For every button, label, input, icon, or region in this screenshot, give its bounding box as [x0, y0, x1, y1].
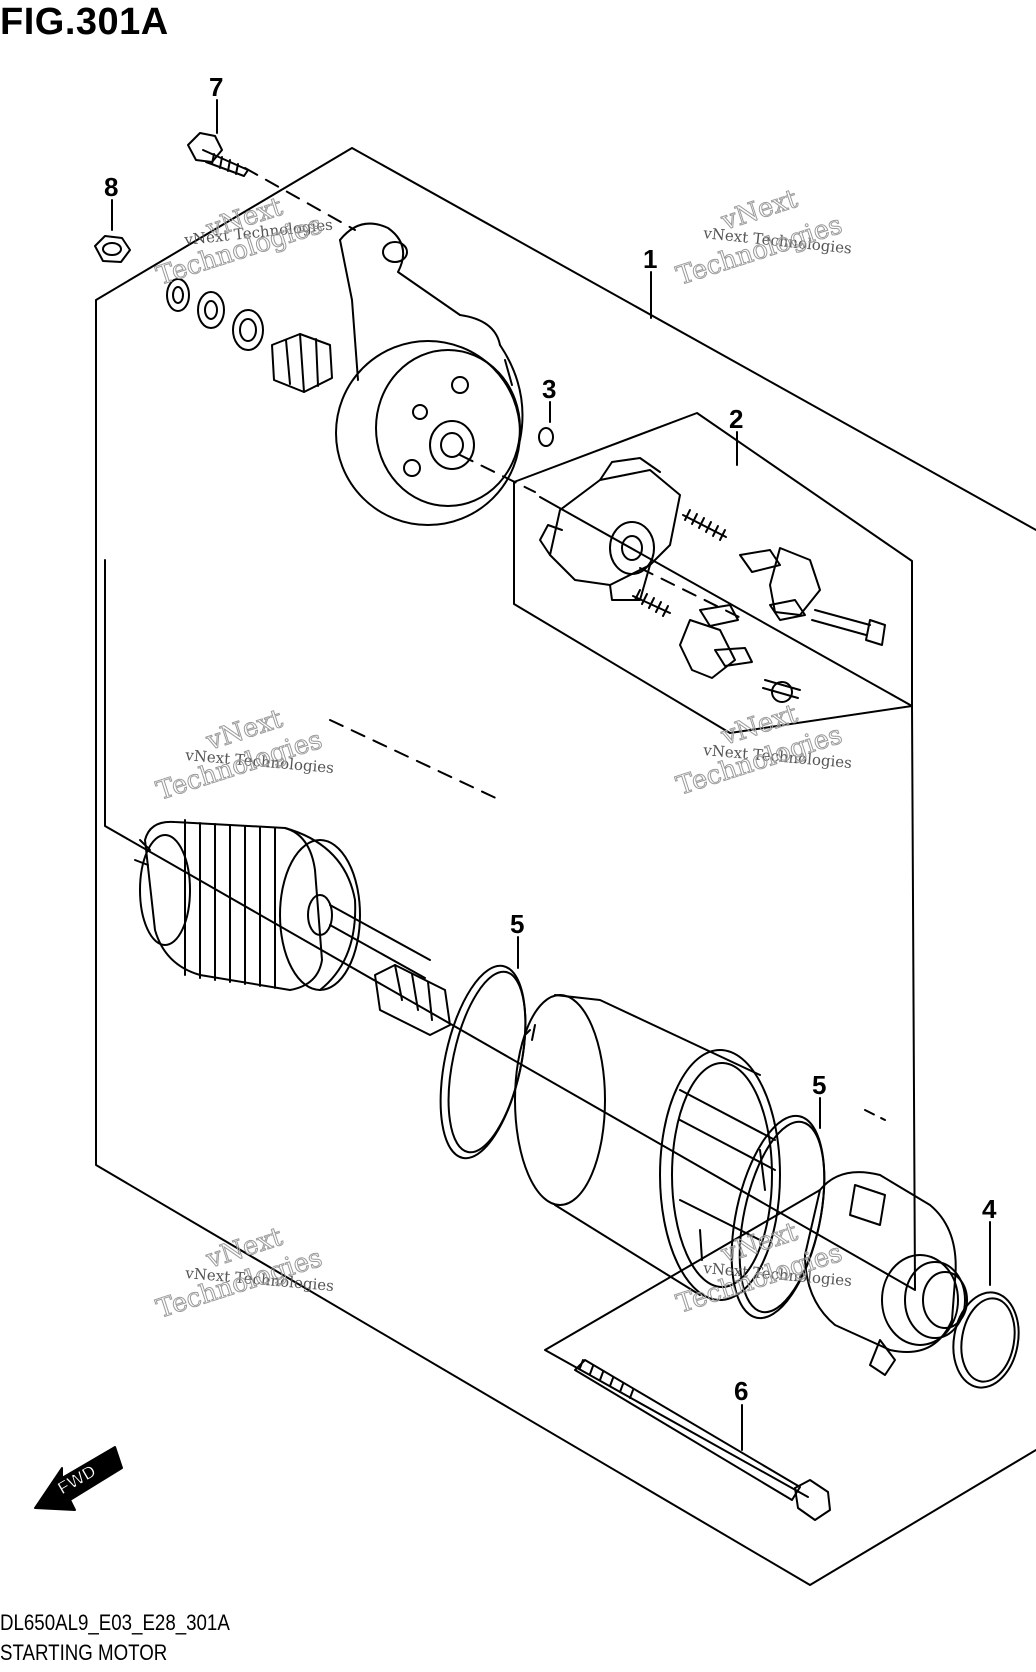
part-4-oring [952, 1291, 1020, 1389]
bolt-group-outline [544, 1189, 821, 1498]
callout-3: 3 [542, 374, 556, 404]
callout-5-front: 5 [510, 909, 524, 939]
callout-4: 4 [982, 1194, 997, 1224]
callout-7: 7 [209, 72, 223, 102]
figure-code: DL650AL9_E03_E28_301A [0, 1610, 230, 1635]
yoke-group-outline [104, 496, 916, 1291]
brush-screws [762, 609, 886, 703]
rear-housing [804, 1171, 968, 1376]
watermark-top-left: vNext Technologies vNext Technologies [152, 191, 333, 292]
part-2-brush-holder [539, 457, 681, 601]
watermark-top-right: vNext Technologies vNext Technologies [672, 183, 852, 292]
callout-8: 8 [104, 172, 118, 202]
part-6-through-bolt [574, 1359, 831, 1521]
end-cover [335, 222, 524, 526]
brush-group-outline [513, 412, 913, 734]
callout-5-rear: 5 [812, 1070, 826, 1100]
part-7-bolt [187, 132, 249, 177]
part-8-nut [94, 235, 131, 263]
part-3-oring [538, 427, 554, 447]
brush-springs [632, 509, 727, 617]
figure-title: FIG.301A [0, 1, 169, 43]
armature [134, 819, 451, 1036]
yoke [514, 994, 781, 1301]
callout-6: 6 [734, 1376, 748, 1406]
callout-1: 1 [643, 244, 657, 274]
end-cover-washers [166, 278, 333, 393]
callout-2: 2 [729, 404, 743, 434]
assembly-outline [95, 147, 1036, 1586]
brushes [679, 547, 821, 679]
fwd-arrow [34, 1446, 123, 1511]
watermark-mid-left: vNext Technologies vNext Technologies [152, 703, 334, 807]
watermark-bottom-left: vNext Technologies vNext Technologies [152, 1221, 334, 1325]
figure-name: STARTING MOTOR [0, 1640, 168, 1665]
